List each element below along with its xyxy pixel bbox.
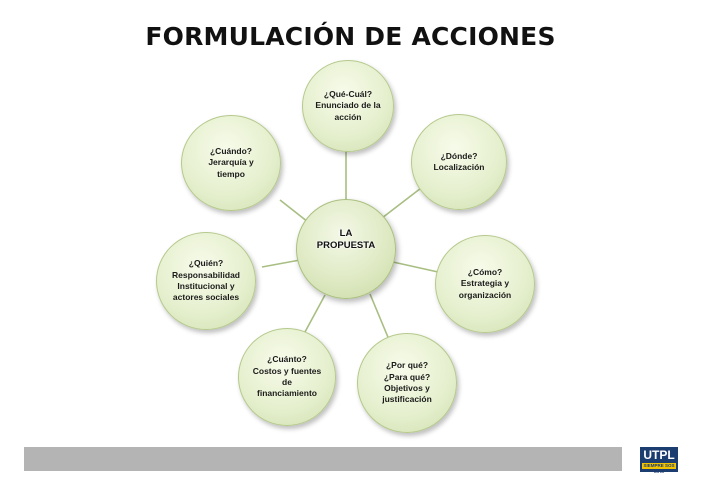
node-quien: ¿Quién? Responsabilidad Institucional y …	[156, 232, 256, 330]
connector-donde	[381, 184, 426, 219]
footer-bar	[24, 447, 622, 471]
utpl-logo: UTPL SIEMPRE SOS MÁS	[640, 447, 678, 474]
page-title: FORMULACIÓN DE ACCIONES	[145, 22, 556, 51]
center-node: LA PROPUESTA	[296, 199, 396, 299]
node-donde: ¿Dónde? Localización	[411, 114, 507, 210]
node-cuando: ¿Cuándo? Jerarquía y tiempo	[181, 115, 281, 211]
center-label: LA PROPUESTA	[316, 228, 376, 251]
node-cuanto: ¿Cuánto? Costos y fuentes de financiamie…	[238, 328, 336, 426]
node-por-que: ¿Por qué? ¿Para qué? Objetivos y justifi…	[357, 333, 457, 433]
node-como: ¿Cómo? Estrategia y organización	[435, 235, 535, 333]
connector-quien	[261, 259, 301, 268]
node-que-cual: ¿Qué-Cuál? Enunciado de la acción	[302, 60, 394, 152]
connector-cuanto	[304, 294, 326, 333]
logo-name: UTPL	[643, 448, 675, 462]
connector-cuando	[279, 199, 309, 223]
connector-por-que	[369, 293, 391, 343]
logo-tagline: SIEMPRE SOS MÁS	[642, 463, 676, 474]
connector-como	[392, 261, 439, 273]
